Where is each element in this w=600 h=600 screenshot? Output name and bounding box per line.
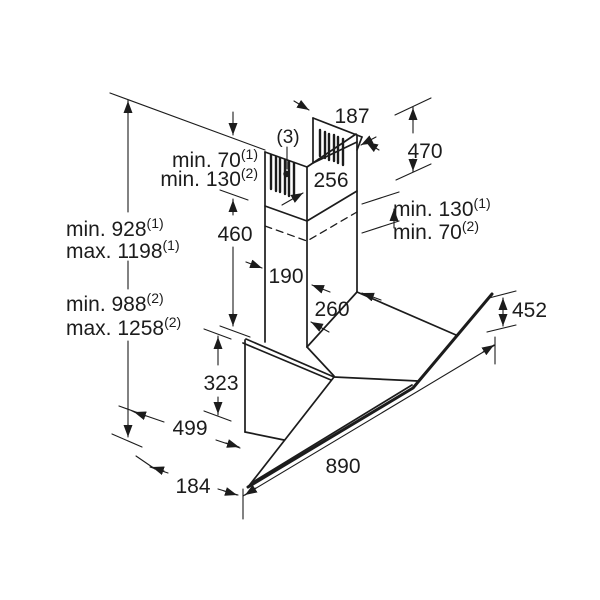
label-hood-end-height: 452 (512, 299, 547, 322)
chimney-duct-outline (264, 117, 363, 348)
label-duct-side-depth: 190 (268, 265, 303, 288)
label-ceiling-clearance-left-2: min. 130(2) (160, 165, 258, 191)
label-lower-duct-height: 460 (217, 223, 252, 246)
label-body-back-height: 323 (203, 372, 238, 395)
label-hood-depth: 499 (172, 417, 207, 440)
label-total-height-min-2: min. 988(2) (66, 290, 164, 316)
label-ceiling-clearance-right-1: min. 130(1) (393, 195, 491, 221)
label-total-height-max-1: max. 1198(1) (66, 237, 180, 263)
ceiling-reference-line (109, 92, 266, 151)
label-total-height-max-2: max. 1258(2) (66, 314, 181, 340)
dimension-arrows (123, 99, 508, 496)
label-duct-top-depth: 187 (334, 105, 369, 128)
label-upper-duct-height: 470 (407, 140, 442, 163)
label-duct-bottom-width: 260 (314, 298, 349, 321)
vent-fixing-dot (283, 170, 290, 178)
vent-grille-right-icon (318, 128, 345, 167)
label-vent-ref: (3) (276, 127, 299, 148)
label-hood-width: 890 (325, 455, 360, 478)
vent-grille-left-icon (269, 153, 296, 199)
telescope-joint-dashed-line (264, 211, 358, 242)
label-ceiling-clearance-left-1: min. 70(1) (172, 146, 258, 172)
label-base-depth: 184 (175, 475, 210, 498)
label-duct-front-width: 256 (313, 169, 348, 192)
label-total-height-min-1: min. 928(1) (66, 215, 164, 241)
glass-panel-front-edge (246, 292, 494, 489)
label-ceiling-clearance-right-2: min. 70(2) (393, 218, 479, 244)
